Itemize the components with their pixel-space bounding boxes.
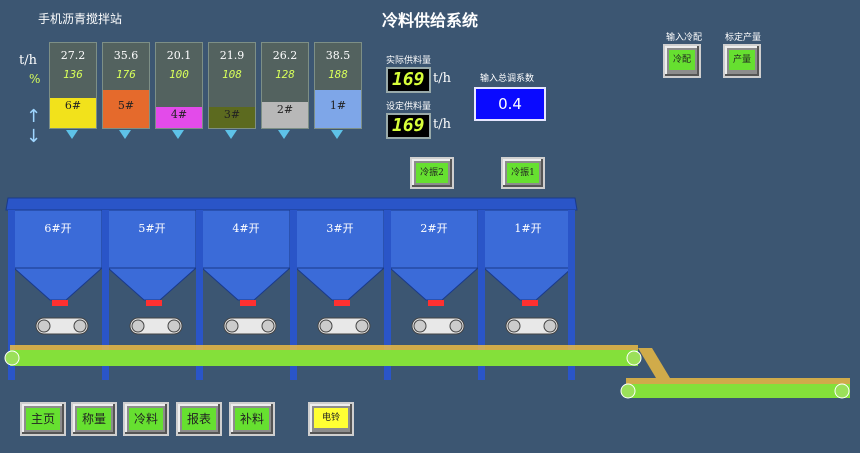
total-coef-label: 输入总调系数: [480, 74, 535, 84]
nav-home-button[interactable]: 主页: [20, 402, 66, 436]
bin-flow: 38.5: [325, 49, 351, 62]
rated-button[interactable]: 产量: [723, 44, 761, 78]
bin-setpoint: 136: [63, 68, 83, 81]
bin-setpoint: 128: [275, 68, 295, 81]
down-triangle-icon: [225, 130, 237, 139]
down-triangle-icon: [66, 130, 78, 139]
hopper-1-label: 1#开: [514, 222, 542, 235]
bin-5: 35.6 176 5#: [102, 42, 150, 129]
set-feed-label: 设定供料量: [386, 102, 432, 112]
bin-4: 20.1 100 4#: [155, 42, 203, 129]
hopper-group: [8, 209, 575, 380]
nav-weigh-button[interactable]: 称量: [71, 402, 117, 436]
total-coef-input[interactable]: 0.4: [474, 87, 546, 121]
vibrator-1-button[interactable]: 冷振1: [501, 157, 545, 189]
nav-home-label: 主页: [26, 408, 60, 430]
nav-replenish-button[interactable]: 补料: [229, 402, 275, 436]
hopper: [196, 209, 292, 380]
down-triangle-icon: [119, 130, 131, 139]
bin-level-fill: [209, 107, 255, 128]
bin-flow: 21.9: [219, 49, 245, 62]
set-feed-unit: t/h: [433, 117, 451, 132]
vibrator-1-label: 冷振1: [507, 163, 539, 183]
bin-level-fill: [262, 102, 308, 128]
material-stream: [10, 345, 638, 350]
vibrator-2-button[interactable]: 冷振2: [410, 157, 454, 189]
page-title: 冷料供给系统: [381, 11, 478, 30]
bin-label: 1#: [329, 99, 347, 112]
bin-1: 38.5 188 1#: [314, 42, 362, 129]
down-triangle-icon: [331, 130, 343, 139]
hopper-3-label: 3#开: [326, 222, 354, 235]
nav-weigh-label: 称量: [77, 408, 111, 430]
down-triangle-icon: [278, 130, 290, 139]
bin-level-fill: [156, 107, 202, 128]
bin-setpoint: 108: [222, 68, 242, 81]
nav-report-label: 报表: [182, 408, 216, 430]
actual-feed-display: 169: [386, 67, 431, 93]
bin-flow: 35.6: [113, 49, 139, 62]
inclined-belt: [626, 384, 850, 398]
flow-unit-label: t/h: [19, 53, 37, 68]
bin-level-fill: [103, 90, 149, 128]
bin-3: 21.9 108 3#: [208, 42, 256, 129]
arrow-down-icon: ↓: [26, 126, 42, 147]
collecting-belt: [10, 350, 638, 366]
bin-label: 4#: [170, 108, 188, 121]
bin-setpoint: 176: [116, 68, 136, 81]
bell-button[interactable]: 电铃: [308, 402, 354, 436]
nav-replenish-label: 补料: [235, 408, 269, 430]
actual-feed-unit: t/h: [433, 71, 451, 86]
arrow-up-icon: ↑: [26, 106, 42, 127]
hopper-2-label: 2#开: [420, 222, 448, 235]
bin-label: 5#: [117, 99, 135, 112]
hopper-top-rail: [5, 197, 578, 211]
config-label: 输入冷配: [666, 33, 703, 43]
vibrator-2-label: 冷振2: [416, 163, 448, 183]
config-button-label: 冷配: [669, 50, 695, 70]
bin-level-fill: [50, 98, 96, 128]
belt-roller-icon: [620, 383, 636, 399]
hopper: [290, 209, 386, 380]
bin-setpoint: 100: [169, 68, 189, 81]
config-button[interactable]: 冷配: [663, 44, 701, 78]
hopper-6-label: 6#开: [44, 222, 72, 235]
nav-cold-feed-button[interactable]: 冷料: [123, 402, 169, 436]
nav-report-button[interactable]: 报表: [176, 402, 222, 436]
down-triangle-icon: [172, 130, 184, 139]
belt-roller-icon: [834, 383, 850, 399]
bin-label: 3#: [223, 108, 241, 121]
rated-label: 标定产量: [725, 33, 762, 43]
bin-level-fill: [315, 90, 361, 128]
percent-unit-label: %: [29, 72, 41, 86]
bin-2: 26.2 128 2#: [261, 42, 309, 129]
bin-flow: 20.1: [166, 49, 192, 62]
hopper: [384, 209, 480, 380]
bin-setpoint: 188: [328, 68, 348, 81]
bin-label: 2#: [276, 103, 294, 116]
bin-6: 27.2 136 6#: [49, 42, 97, 129]
actual-feed-label: 实际供料量: [386, 56, 432, 66]
nav-cold-feed-label: 冷料: [129, 408, 163, 430]
belt-roller-icon: [4, 350, 20, 366]
hopper: [8, 209, 104, 380]
hopper-4-label: 4#开: [232, 222, 260, 235]
bell-button-label: 电铃: [314, 408, 348, 428]
bin-flow: 27.2: [60, 49, 86, 62]
hopper: [478, 209, 575, 380]
hopper-5-label: 5#开: [138, 222, 166, 235]
set-feed-display[interactable]: 169: [386, 113, 431, 139]
app-title: 手机沥青搅拌站: [38, 12, 123, 26]
transfer-chute: [638, 348, 670, 378]
bin-label: 6#: [64, 99, 82, 112]
rated-button-label: 产量: [729, 50, 755, 70]
feeder-belts: [35, 317, 559, 335]
inclined-material-stream: [626, 378, 850, 384]
bin-flow: 26.2: [272, 49, 298, 62]
belt-roller-icon: [626, 350, 642, 366]
